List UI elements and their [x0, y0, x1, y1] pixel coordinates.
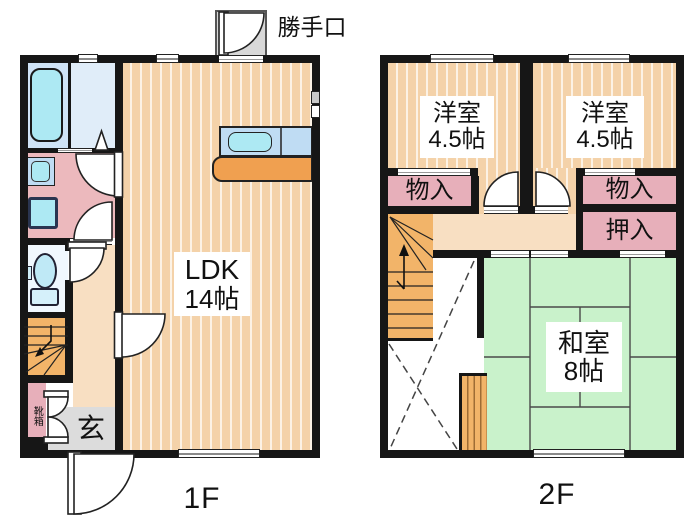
bath-divider-wall — [68, 63, 71, 148]
washing-machine — [28, 197, 58, 229]
kitchen-table — [212, 156, 313, 182]
wall-genkan-corner — [20, 437, 48, 450]
monoiri-left-text: 物入 — [405, 177, 454, 205]
wall-1f-center-mid — [115, 196, 123, 314]
yoshitsu-right-label: 洋室 4.5帖 — [566, 96, 644, 158]
wall-1f-left — [20, 55, 28, 458]
wall-washroom-bottom — [20, 238, 70, 245]
genkan-label: 玄 — [70, 410, 112, 448]
washroom-door-threshold — [70, 238, 112, 245]
wall-monoiri-oshiire — [583, 204, 676, 212]
wall-hall-2f-top — [388, 206, 478, 214]
wall-1f-center-lower — [115, 357, 123, 450]
wall-stairs-bottom — [20, 375, 73, 383]
ldk-name: LDK — [184, 253, 240, 285]
room-monoiri-right-floor — [583, 176, 676, 204]
room-monoiri-left-floor — [388, 176, 471, 206]
washitsu-name: 和室 — [557, 327, 610, 358]
washitsu-size: 8帖 — [563, 356, 605, 386]
wall-void-right — [477, 250, 484, 338]
wall-toilet-right-bottom — [65, 280, 73, 318]
shoe-cabinet-label: 靴箱 — [27, 394, 45, 438]
window-kitchen-side-upper — [311, 91, 320, 104]
back-door-box — [215, 10, 267, 57]
wall-2f-bottom — [380, 450, 684, 458]
caption-2f: 2F — [522, 478, 592, 512]
toilet-bowl — [33, 253, 57, 289]
window-ldk-bottom — [178, 449, 260, 458]
back-door-text: 勝手口 — [277, 13, 347, 40]
wall-2f-left — [380, 55, 388, 458]
ldk-label: LDK 14帖 — [174, 252, 250, 316]
window-ldk-top — [156, 54, 179, 63]
yoshitsu-left-name: 洋室 — [433, 100, 481, 128]
window-washitsu-bottom — [533, 449, 625, 458]
washitsu-label: 和室 8帖 — [546, 322, 622, 392]
monoiri-right-label: 物入 — [583, 176, 676, 204]
monoiri-left-label: 物入 — [388, 176, 471, 206]
sliding-door-washitsu-2 — [531, 250, 568, 258]
window-yoshitsu-right-top — [568, 54, 630, 63]
room-oshiire-floor — [583, 212, 676, 250]
yoshitsu-right-size: 4.5帖 — [576, 126, 634, 153]
wood-slat-strip — [459, 373, 487, 453]
genkan-text: 玄 — [76, 412, 105, 444]
sliding-door-monoiri-left — [398, 168, 470, 176]
window-kitchen-side-lower — [311, 105, 320, 118]
wall-stairs-right — [65, 312, 73, 383]
caption-1f-text: 1F — [183, 481, 221, 515]
wall-door-stub-2f — [518, 206, 535, 214]
kitchen-sink — [228, 132, 272, 152]
hallway-2f-floor — [433, 214, 576, 250]
bath-threshold — [58, 148, 92, 153]
shoe-cabinet — [26, 383, 46, 437]
wall-oshiire-left — [576, 168, 583, 258]
threshold-right-room-door — [535, 206, 568, 214]
entrance-door-leaf — [67, 451, 82, 515]
bathtub — [30, 68, 63, 142]
wall-1f-bottom — [20, 450, 320, 458]
sliding-door-oshiire — [620, 250, 665, 258]
stairs-1f — [24, 318, 68, 375]
monoiri-right-text: 物入 — [605, 176, 654, 204]
wall-2f-right — [676, 55, 684, 458]
stairs-2f — [388, 214, 433, 340]
shoe-cabinet-text: 靴箱 — [31, 406, 43, 426]
window-yoshitsu-left-top — [430, 54, 494, 63]
window-washplace-top — [78, 54, 98, 63]
sliding-door-monoiri-right — [585, 168, 635, 176]
entrance-door-swing — [73, 453, 135, 515]
wall-monoiri-left-right — [471, 176, 479, 214]
threshold-left-room-door — [484, 206, 518, 214]
ldk-size: 14帖 — [184, 284, 240, 315]
hallway-1f-floor — [73, 245, 115, 412]
door-leaf-genkan-upper — [43, 390, 69, 398]
washbasin-bowl — [31, 161, 50, 182]
caption-2f-text: 2F — [538, 477, 576, 511]
wall-toilet-bottom — [20, 312, 73, 318]
oshiire-label: 押入 — [583, 212, 676, 250]
caption-1f: 1F — [167, 482, 237, 516]
oshiire-text: 押入 — [605, 217, 654, 245]
wall-toilet-right-top — [65, 245, 73, 251]
wall-1f-right — [312, 55, 320, 458]
yoshitsu-right-name: 洋室 — [581, 100, 629, 128]
back-door-threshold — [219, 55, 263, 63]
wall-1f-center-upper — [115, 55, 123, 153]
toilet-tank — [30, 288, 59, 306]
yoshitsu-left-size: 4.5帖 — [428, 126, 486, 153]
yoshitsu-left-label: 洋室 4.5帖 — [420, 96, 494, 158]
wall-between-yoshitsu — [520, 55, 533, 206]
sliding-door-washitsu-1 — [491, 250, 529, 258]
back-door-label: 勝手口 — [270, 12, 354, 42]
room-washplace-floor — [71, 63, 115, 148]
